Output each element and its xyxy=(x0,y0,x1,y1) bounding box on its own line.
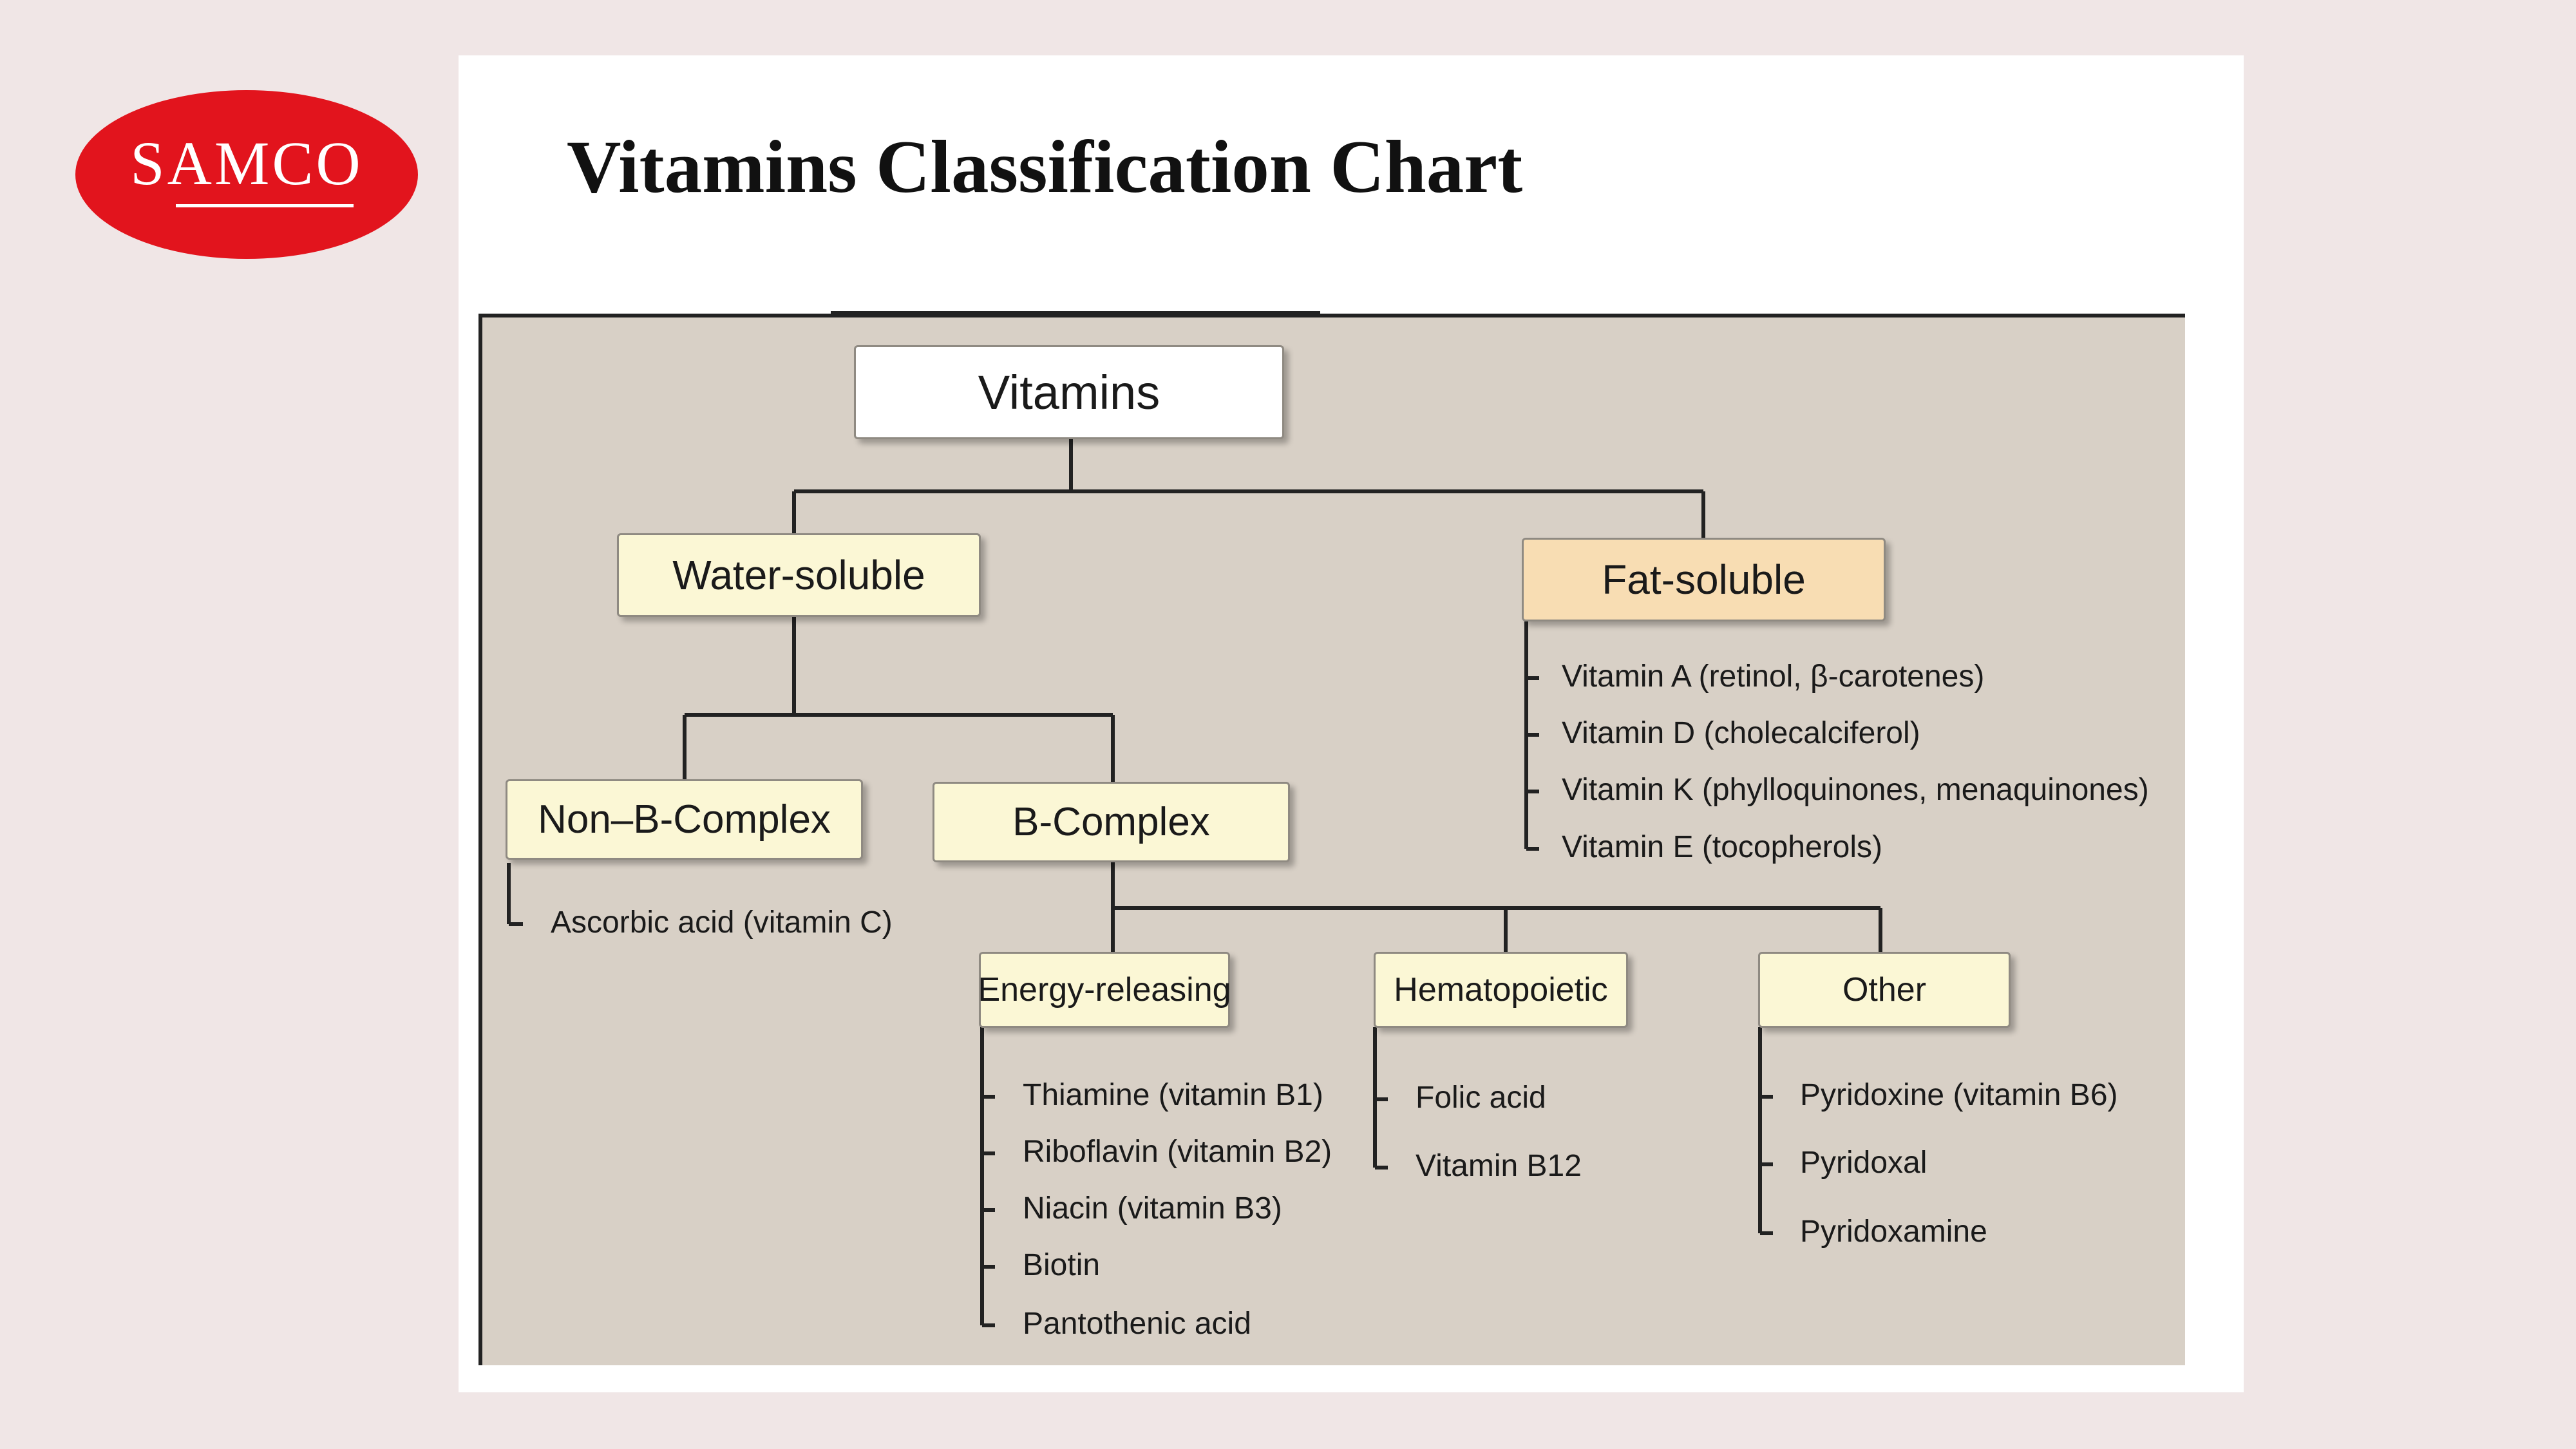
energy-item-biotin: Biotin xyxy=(1023,1248,1101,1282)
samco-logo: SAMCO xyxy=(75,90,418,259)
node-hematopoietic: Hematopoietic xyxy=(1374,952,1628,1028)
logo-text: SAMCO xyxy=(130,129,363,198)
node-vitamins: Vitamins xyxy=(854,345,1284,439)
node-b-complex: B-Complex xyxy=(933,782,1290,862)
non-b-item-ascorbic-acid: Ascorbic acid (vitamin C) xyxy=(551,905,893,940)
fat-item-vitamin-a: Vitamin A (retinol, β-carotenes) xyxy=(1562,659,1985,694)
page-title: Vitamins Classification Chart xyxy=(567,126,1523,209)
node-fat-soluble: Fat-soluble xyxy=(1522,538,1886,621)
logo-underline xyxy=(176,204,354,207)
fat-item-vitamin-k: Vitamin K (phylloquinones, menaquinones) xyxy=(1562,773,2149,807)
node-water-soluble: Water-soluble xyxy=(617,533,981,617)
energy-item-niacin: Niacin (vitamin B3) xyxy=(1023,1191,1282,1226)
energy-item-pantothenic-acid: Pantothenic acid xyxy=(1023,1307,1251,1341)
other-item-pyridoxal: Pyridoxal xyxy=(1800,1146,1927,1180)
fat-item-vitamin-e: Vitamin E (tocopherols) xyxy=(1562,830,1882,864)
hematopoietic-item-vitamin-b12: Vitamin B12 xyxy=(1416,1149,1582,1183)
node-energy-releasing: Energy-releasing xyxy=(978,952,1231,1028)
other-item-pyridoxamine: Pyridoxamine xyxy=(1800,1215,1987,1249)
energy-item-riboflavin: Riboflavin (vitamin B2) xyxy=(1023,1135,1332,1169)
node-non-b-complex: Non–B-Complex xyxy=(506,779,863,860)
node-other: Other xyxy=(1758,952,2011,1028)
fat-item-vitamin-d: Vitamin D (cholecalciferol) xyxy=(1562,716,1920,750)
energy-item-thiamine: Thiamine (vitamin B1) xyxy=(1023,1078,1323,1112)
hematopoietic-item-folic-acid: Folic acid xyxy=(1416,1081,1546,1115)
other-item-pyridoxine: Pyridoxine (vitamin B6) xyxy=(1800,1078,2118,1112)
